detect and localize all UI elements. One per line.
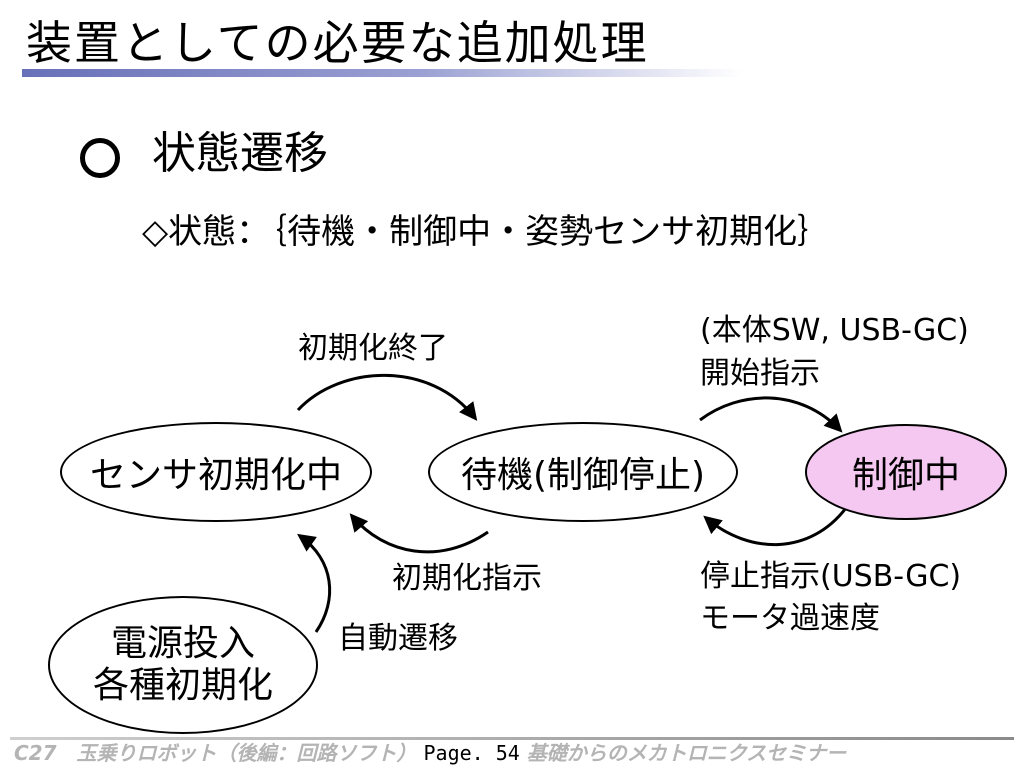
node-sensor-init: センサ初期化中	[60, 422, 372, 522]
footer-right: 基礎からのメカトロニクスセミナー	[526, 741, 847, 765]
arrow-stop	[703, 507, 848, 546]
label-auto-transition: 自動遷移	[338, 621, 458, 656]
slide-title: 装置としての必要な追加処理	[26, 16, 649, 70]
arrow-auto	[297, 533, 332, 633]
label-init-done: 初期化終了	[298, 331, 448, 366]
arrow-init-instruct	[349, 513, 489, 554]
label-stop-line1: 停止指示(USB-GC)	[700, 559, 962, 594]
node-standby-label: 待機(制御停止)	[460, 455, 706, 496]
footer-left: C27 玉乗りロボット（後編：回路ソフト）	[14, 741, 417, 765]
title-underline	[22, 69, 742, 77]
arrow-start	[699, 396, 843, 433]
label-stop-line2: モータ過速度	[700, 601, 880, 636]
states-line: ◇状態：｛待機・制御中・姿勢センサ初期化｝	[142, 212, 832, 252]
page-number: Page. 54	[423, 741, 520, 765]
node-power-on-line1: 電源投入	[110, 623, 255, 664]
label-start-line1: (本体SW, USB-GC)	[700, 313, 969, 348]
node-sensor-init-label: センサ初期化中	[89, 455, 342, 496]
node-control-label: 制御中	[851, 455, 960, 496]
bullet-circle-icon	[80, 138, 120, 178]
section-heading: 状態遷移	[152, 128, 328, 179]
footer: C27 玉乗りロボット（後編：回路ソフト） Page. 54 基礎からのメカトロ…	[14, 740, 846, 766]
arrow-init-done	[296, 373, 478, 421]
node-standby: 待機(制御停止)	[428, 422, 738, 522]
label-init-instruct: 初期化指示	[392, 561, 542, 596]
footer-rule	[10, 737, 1014, 740]
node-power-on: 電源投入 各種初期化	[48, 596, 318, 734]
node-control: 制御中	[805, 424, 1007, 520]
label-start-line2: 開始指示	[700, 356, 820, 391]
node-power-on-line2: 各種初期化	[92, 665, 273, 706]
